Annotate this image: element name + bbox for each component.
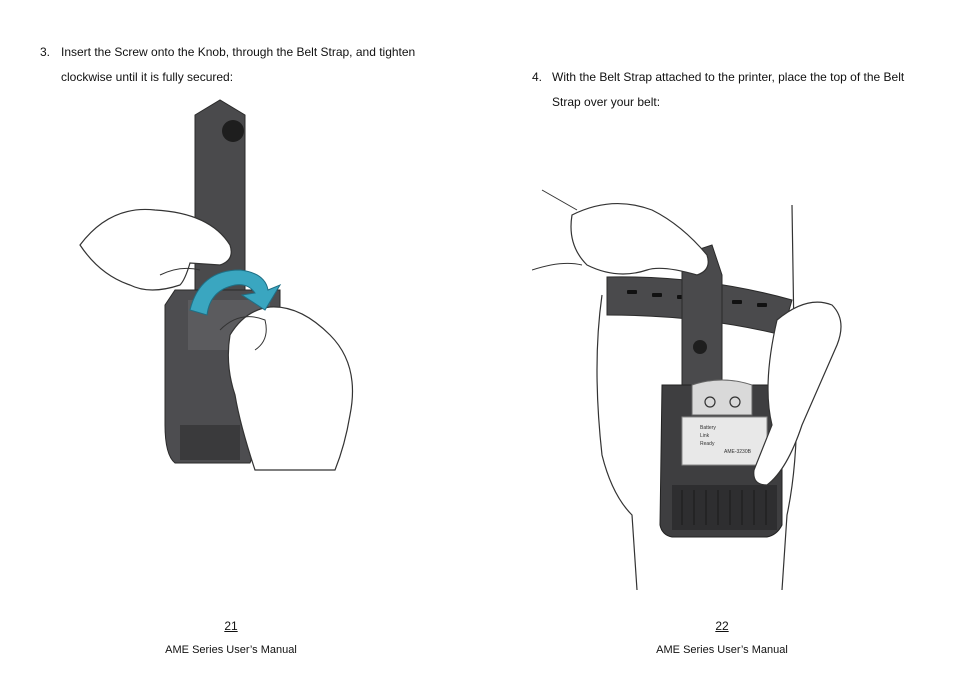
step-number: 3. (40, 45, 51, 59)
printer-on-belt-icon: Battery Link Ready AME-3230B (532, 189, 842, 591)
ready-label: Ready (700, 441, 715, 447)
footer-manual-title: AME Series User’s Manual (656, 644, 788, 656)
step-text: Insert the Screw onto the Knob, through … (61, 45, 416, 84)
link-label: Link (700, 433, 710, 439)
page-number: 22 (715, 619, 729, 633)
model-label: AME-3230B (724, 449, 752, 455)
footer-manual-title: AME Series User’s Manual (165, 644, 297, 656)
step-text: With the Belt Strap attached to the prin… (552, 70, 905, 109)
page-22: 4. With the Belt Strap attached to the p… (477, 0, 954, 675)
step-number: 4. (532, 70, 543, 84)
hand-turning-knob-icon (79, 99, 354, 471)
battery-label: Battery (700, 425, 716, 431)
page-21: 3. Insert the Screw onto the Knob, throu… (40, 45, 416, 656)
page-number: 21 (224, 619, 238, 633)
